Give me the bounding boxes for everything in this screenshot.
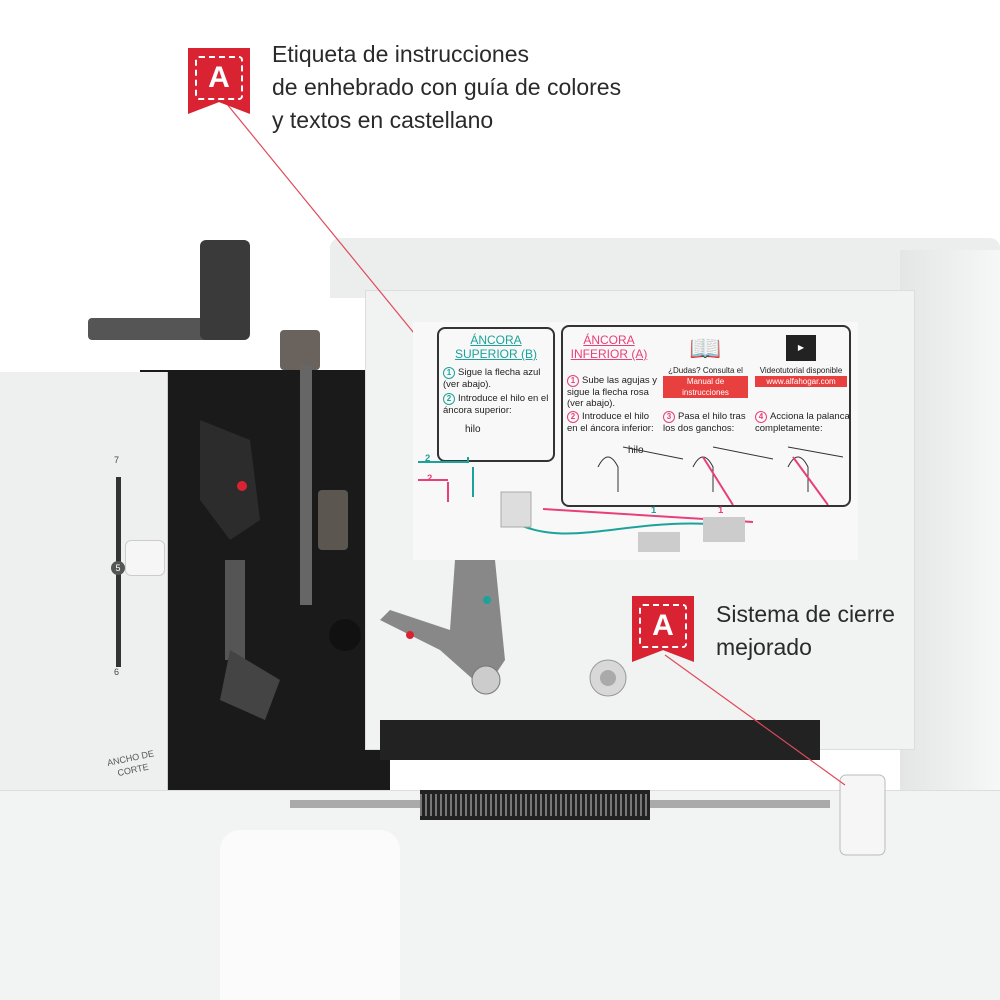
manual-line1: ¿Dudas? Consulta el xyxy=(668,366,743,375)
callout-line: mejorado xyxy=(716,634,812,660)
video-line2: www.alfahogar.com xyxy=(755,376,847,387)
cut-width-dial[interactable]: 7 5 6 xyxy=(111,455,126,677)
callout-text-label: Etiqueta de instrucciones de enhebrado c… xyxy=(272,38,621,137)
title-line: ÁNCORA xyxy=(583,333,635,347)
left-body xyxy=(0,372,168,812)
machine-right-body xyxy=(900,250,1000,810)
closure-rod xyxy=(290,774,886,856)
tray-notch xyxy=(220,830,400,1000)
book-icon: 📖 xyxy=(689,333,722,363)
step-number: 2 xyxy=(443,393,455,405)
hand-illustrations xyxy=(597,446,844,505)
badge-letter: A xyxy=(195,56,243,100)
mechanism-area xyxy=(140,370,390,810)
machine-top-housing xyxy=(330,238,1000,298)
looper-levers xyxy=(200,420,361,720)
callout-line-label xyxy=(221,97,441,366)
title-line: INFERIOR (A) xyxy=(570,347,648,361)
title-line: SUPERIOR (B) xyxy=(454,347,537,361)
callout-text-closure: Sistema de cierre mejorado xyxy=(716,598,895,664)
callout-line: Etiqueta de instrucciones xyxy=(272,41,529,67)
step-number: 3 xyxy=(663,411,675,423)
panel-base-dark xyxy=(380,720,820,760)
video-icon: ▶ xyxy=(786,335,816,361)
video-line1: Videotutorial disponible xyxy=(759,366,843,375)
step-text: Sigue la flecha azul (ver abajo). xyxy=(443,367,541,390)
callout-line: y textos en castellano xyxy=(272,107,494,133)
title-line: ÁNCORA xyxy=(470,333,522,347)
badge-letter: A xyxy=(639,604,687,648)
video-panel: ▶ Videotutorial disponible www.alfahogar… xyxy=(755,331,847,387)
step-text: Acciona la palanca completamente: xyxy=(755,411,850,434)
hilo-text: hilo xyxy=(465,424,481,435)
callout-line-closure xyxy=(664,654,846,786)
manual-line2: Manual de instrucciones xyxy=(663,376,748,398)
dial-mark-top: 7 xyxy=(114,455,120,465)
marker-1-pink: 1 xyxy=(718,505,724,516)
hilo-text: hilo xyxy=(628,445,644,456)
dial-knob[interactable] xyxy=(125,540,165,576)
step-text: Pasa el hilo tras los dos ganchos: xyxy=(663,411,746,434)
step-number: 1 xyxy=(567,375,579,387)
step-text: Sube las agujas y sigue la flecha rosa (… xyxy=(567,375,657,409)
step-number: 4 xyxy=(755,411,767,423)
thread-path-diagram xyxy=(418,457,754,552)
marker-1-teal: 1 xyxy=(651,505,657,516)
step-number: 1 xyxy=(443,367,455,379)
lower-lever xyxy=(380,560,627,697)
dial-mark-bottom: 6 xyxy=(114,667,120,677)
callout-line: de enhebrado con guía de colores xyxy=(272,74,622,100)
marker-2-teal: 2 xyxy=(425,453,431,464)
step-text: Introduce el hilo en el áncora inferior: xyxy=(567,411,654,434)
step-number: 2 xyxy=(567,411,579,423)
step-text: Introduce el hilo en el áncora superior: xyxy=(443,393,549,416)
manual-panel: 📖 ¿Dudas? Consulta el Manual de instrucc… xyxy=(663,331,748,398)
dial-mark-mid: 5 xyxy=(111,561,125,575)
presser-arm xyxy=(88,240,348,605)
callout-line: Sistema de cierre xyxy=(716,601,895,627)
marker-2-pink: 2 xyxy=(427,473,433,484)
